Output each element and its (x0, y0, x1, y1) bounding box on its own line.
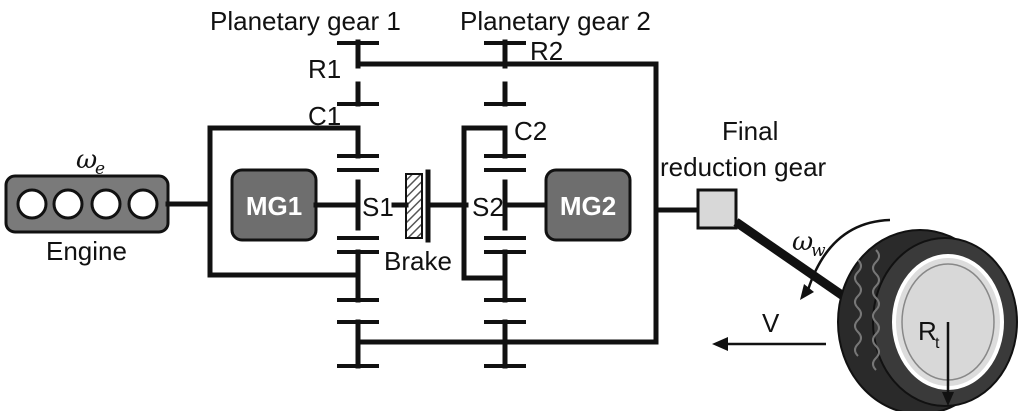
ring-connection-frame (355, 61, 659, 345)
svg-text:ω: ω (76, 145, 97, 175)
final-reduction-label-line2: reduction gear (660, 152, 827, 182)
omega-e-label: ω e (76, 145, 105, 179)
planetary-gear-1-title: Planetary gear 1 (210, 6, 401, 36)
svg-text:ω: ω (792, 227, 813, 257)
svg-text:e: e (95, 159, 105, 179)
omega-w-label: ω w (792, 227, 826, 261)
velocity-arrowhead (712, 337, 728, 351)
final-reduction-gear-box (696, 188, 738, 230)
engine-label: Engine (46, 236, 127, 266)
s1-label: S1 (362, 192, 394, 222)
engine-block (4, 174, 170, 234)
mg1-motor: MG1 (230, 168, 318, 242)
svg-text:t: t (935, 335, 940, 352)
planetary-gear-2-title: Planetary gear 2 (460, 6, 651, 36)
r1-label: R1 (308, 54, 341, 84)
r2-label: R2 (530, 36, 563, 66)
mg1-label: MG1 (246, 191, 302, 221)
c1-label: C1 (308, 101, 341, 131)
carrier-1-frame (207, 125, 361, 278)
carrier-2-frame (461, 125, 508, 281)
velocity-label: V (762, 308, 780, 338)
brake (405, 169, 431, 243)
svg-text:R: R (918, 316, 937, 346)
s2-label: S2 (472, 192, 504, 222)
radius-arrowhead (942, 392, 954, 406)
rt-label: R t (918, 316, 940, 352)
svg-text:w: w (811, 241, 826, 261)
brake-label: Brake (384, 246, 452, 276)
wheel-tire (837, 229, 1018, 411)
mg2-label: MG2 (560, 191, 616, 221)
final-reduction-label-line1: Final (722, 116, 778, 146)
wheel-rotation-arrowhead (800, 284, 814, 300)
mg2-motor: MG2 (544, 168, 632, 242)
planetary-gear-1 (337, 39, 379, 369)
wheel-rotation-arrow (806, 218, 891, 291)
c2-label: C2 (514, 116, 547, 146)
